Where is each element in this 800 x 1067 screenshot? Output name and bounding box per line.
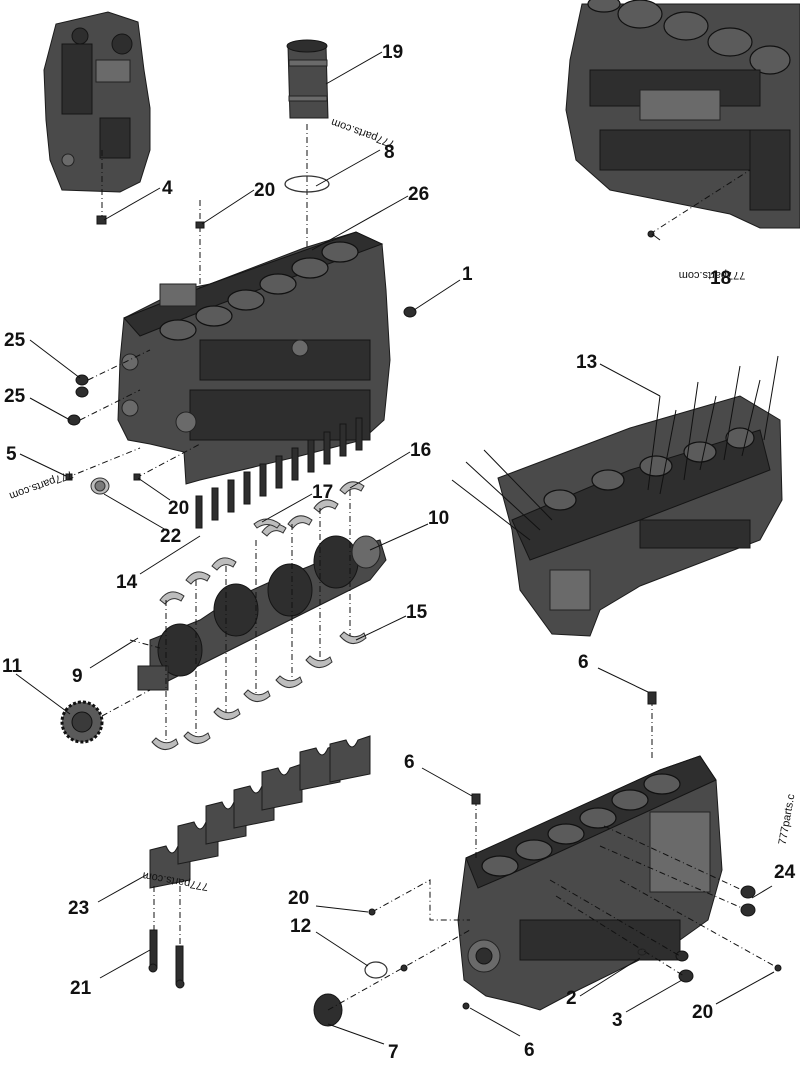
callout-7: 7 <box>388 1042 399 1063</box>
plug-1 <box>403 306 417 318</box>
callout-10: 10 <box>428 508 449 529</box>
cylinder-liner-19 <box>286 39 329 119</box>
callout-17: 17 <box>312 482 333 503</box>
watermark-3: 777parts.com <box>8 468 75 502</box>
main-bearing-bolts <box>195 417 363 529</box>
callout-20-top: 20 <box>254 180 275 201</box>
callout-22: 22 <box>160 526 181 547</box>
callout-25-lower: 25 <box>4 386 26 407</box>
watermark-2: 777parts.com <box>679 269 746 281</box>
cap-bolts-21 <box>148 886 185 989</box>
block-side-partial-view <box>565 0 800 229</box>
callout-20-bottom-left: 20 <box>288 888 309 909</box>
block-rear-partial-view <box>43 11 151 193</box>
callout-6-bottom: 6 <box>524 1040 535 1061</box>
plugs-2-3 <box>549 879 694 983</box>
cylinder-block-lower-right <box>457 755 723 1011</box>
plugs-25 <box>67 349 151 426</box>
plate-7-seal-12 <box>313 879 471 1027</box>
callout-26: 26 <box>408 184 429 205</box>
callout-19: 19 <box>382 42 403 63</box>
plug-4 <box>96 150 107 225</box>
dowel-6-top <box>647 691 657 705</box>
callout-25-upper: 25 <box>4 330 26 351</box>
callout-4: 4 <box>162 178 173 199</box>
callout-1: 1 <box>462 264 473 285</box>
callout-2: 2 <box>566 988 577 1009</box>
crank-gear-11 <box>60 700 104 744</box>
cylinder-block-main <box>117 231 391 485</box>
callout-5: 5 <box>6 444 17 465</box>
plug-18 <box>647 169 751 238</box>
callout-9: 9 <box>72 666 83 687</box>
watermark-5: 777parts.c <box>777 793 798 846</box>
leader-lines <box>15 51 775 1045</box>
callout-8: 8 <box>384 142 395 163</box>
upper-main-bearings <box>159 481 365 605</box>
callout-23: 23 <box>68 898 89 919</box>
seal-ring-8 <box>284 175 330 193</box>
callout-14: 14 <box>116 572 138 593</box>
callout-20-bottom-right: 20 <box>692 1002 713 1023</box>
callout-6-right: 6 <box>578 652 589 673</box>
callout-21: 21 <box>70 978 92 999</box>
callout-20-left: 20 <box>168 498 189 519</box>
callout-labels: 19 8 20 26 4 1 18 25 25 5 20 22 16 17 10… <box>2 42 796 1063</box>
callout-18: 18 <box>710 268 731 289</box>
bushing-22 <box>90 477 110 495</box>
dowel-20-mid <box>133 473 141 481</box>
oil-jets-13 <box>451 355 779 541</box>
callout-24: 24 <box>774 862 796 883</box>
bearing-alignment-lines <box>165 490 351 740</box>
callout-3: 3 <box>612 1010 623 1031</box>
callout-11: 11 <box>2 656 23 677</box>
main-bearing-caps-23 <box>149 735 371 889</box>
callout-6-middle: 6 <box>404 752 415 773</box>
watermark-1: 777parts.com <box>330 116 397 150</box>
callout-16: 16 <box>410 440 431 461</box>
callout-15: 15 <box>406 602 428 623</box>
crankshaft-10 <box>137 535 387 691</box>
lower-main-bearings <box>151 631 367 750</box>
block-underside-view <box>497 395 783 637</box>
dowel-20-right <box>619 879 782 972</box>
callout-13: 13 <box>576 352 597 373</box>
callout-12: 12 <box>290 916 311 937</box>
dowel-6-mid <box>471 793 481 805</box>
dowel-5 <box>65 447 141 481</box>
plugs-24 <box>599 825 756 917</box>
dowel-20-top <box>195 221 205 229</box>
